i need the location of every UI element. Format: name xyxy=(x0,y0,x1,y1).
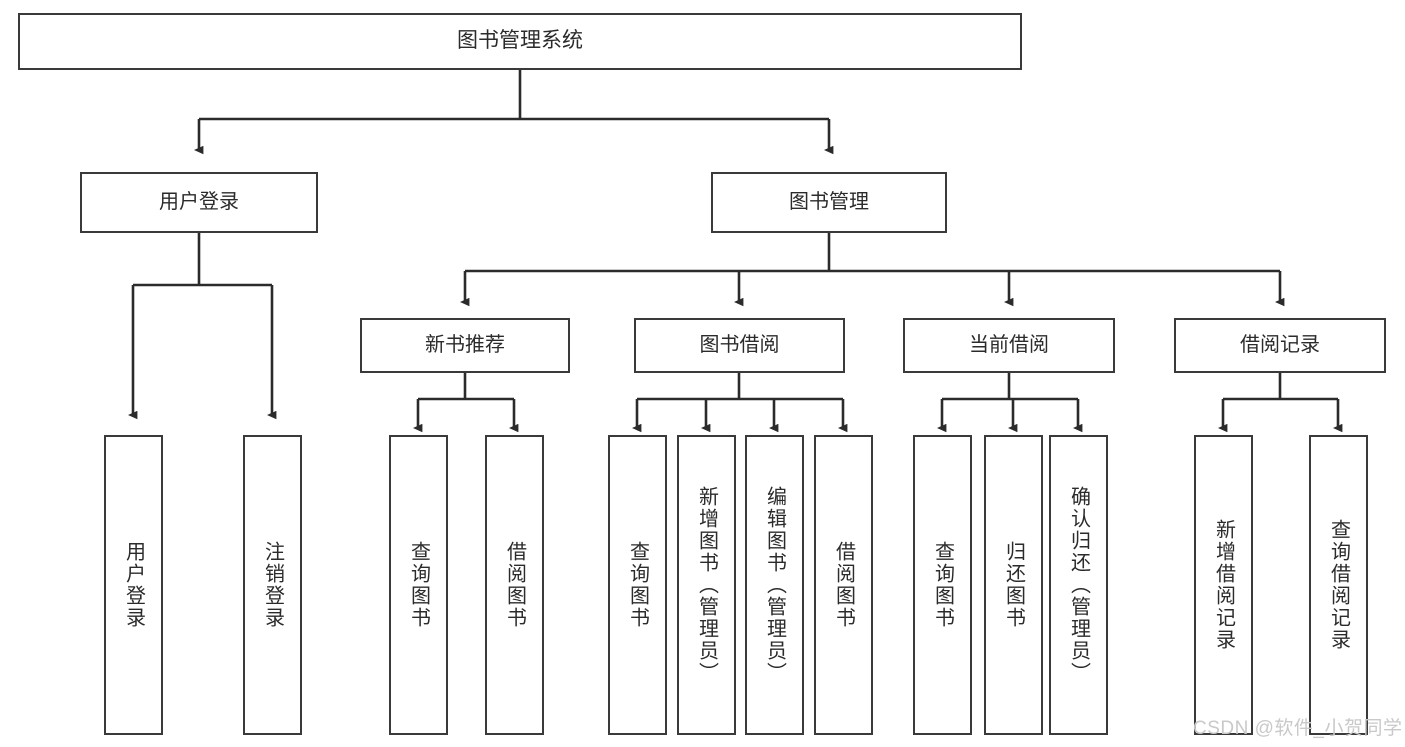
node-leaf-logout[interactable]: 注销登录 xyxy=(243,435,302,735)
node-book-manage[interactable]: 图书管理 xyxy=(711,172,947,233)
node-root-label: 图书管理系统 xyxy=(457,29,583,53)
csdn-watermark: CSDN @软件_小贺同学 xyxy=(1193,718,1403,739)
node-user-login-label: 用户登录 xyxy=(159,191,239,213)
node-leaf-borrow-book-1-label: 借阅图书 xyxy=(503,541,526,629)
node-root[interactable]: 图书管理系统 xyxy=(18,13,1022,70)
node-user-login[interactable]: 用户登录 xyxy=(80,172,318,233)
node-leaf-confirm-return[interactable]: 确认归还（管理员） xyxy=(1049,435,1108,735)
node-leaf-user-login[interactable]: 用户登录 xyxy=(104,435,163,735)
node-leaf-return-book[interactable]: 归还图书 xyxy=(984,435,1043,735)
node-book-borrow[interactable]: 图书借阅 xyxy=(634,318,845,373)
node-leaf-add-book-label: 新增图书（管理员） xyxy=(695,486,718,684)
node-leaf-query-record-label: 查询借阅记录 xyxy=(1327,519,1350,651)
node-leaf-query-book-2-label: 查询图书 xyxy=(626,541,649,629)
node-new-book-recommend[interactable]: 新书推荐 xyxy=(360,318,570,373)
node-book-manage-label: 图书管理 xyxy=(789,191,869,213)
node-leaf-edit-book[interactable]: 编辑图书（管理员） xyxy=(745,435,804,735)
node-leaf-query-book-1-label: 查询图书 xyxy=(407,541,430,629)
node-leaf-confirm-return-label: 确认归还（管理员） xyxy=(1067,486,1090,684)
node-leaf-query-book-3-label: 查询图书 xyxy=(931,541,954,629)
node-leaf-add-record[interactable]: 新增借阅记录 xyxy=(1194,435,1253,735)
node-current-borrow[interactable]: 当前借阅 xyxy=(903,318,1115,373)
node-borrow-record-label: 借阅记录 xyxy=(1240,334,1320,356)
node-leaf-query-book-2[interactable]: 查询图书 xyxy=(608,435,667,735)
node-leaf-edit-book-label: 编辑图书（管理员） xyxy=(763,486,786,684)
node-leaf-add-book[interactable]: 新增图书（管理员） xyxy=(677,435,736,735)
node-new-book-recommend-label: 新书推荐 xyxy=(425,334,505,356)
node-leaf-return-book-label: 归还图书 xyxy=(1002,541,1025,629)
node-leaf-add-record-label: 新增借阅记录 xyxy=(1212,519,1235,651)
node-leaf-borrow-book-2[interactable]: 借阅图书 xyxy=(814,435,873,735)
node-leaf-query-book-3[interactable]: 查询图书 xyxy=(913,435,972,735)
node-current-borrow-label: 当前借阅 xyxy=(969,334,1049,356)
node-book-borrow-label: 图书借阅 xyxy=(699,334,780,356)
node-leaf-borrow-book-2-label: 借阅图书 xyxy=(832,541,855,629)
node-leaf-query-book-1[interactable]: 查询图书 xyxy=(389,435,448,735)
node-leaf-user-login-label: 用户登录 xyxy=(122,541,145,629)
node-leaf-query-record[interactable]: 查询借阅记录 xyxy=(1309,435,1368,735)
node-borrow-record[interactable]: 借阅记录 xyxy=(1174,318,1386,373)
node-leaf-logout-label: 注销登录 xyxy=(261,541,284,629)
node-leaf-borrow-book-1[interactable]: 借阅图书 xyxy=(485,435,544,735)
